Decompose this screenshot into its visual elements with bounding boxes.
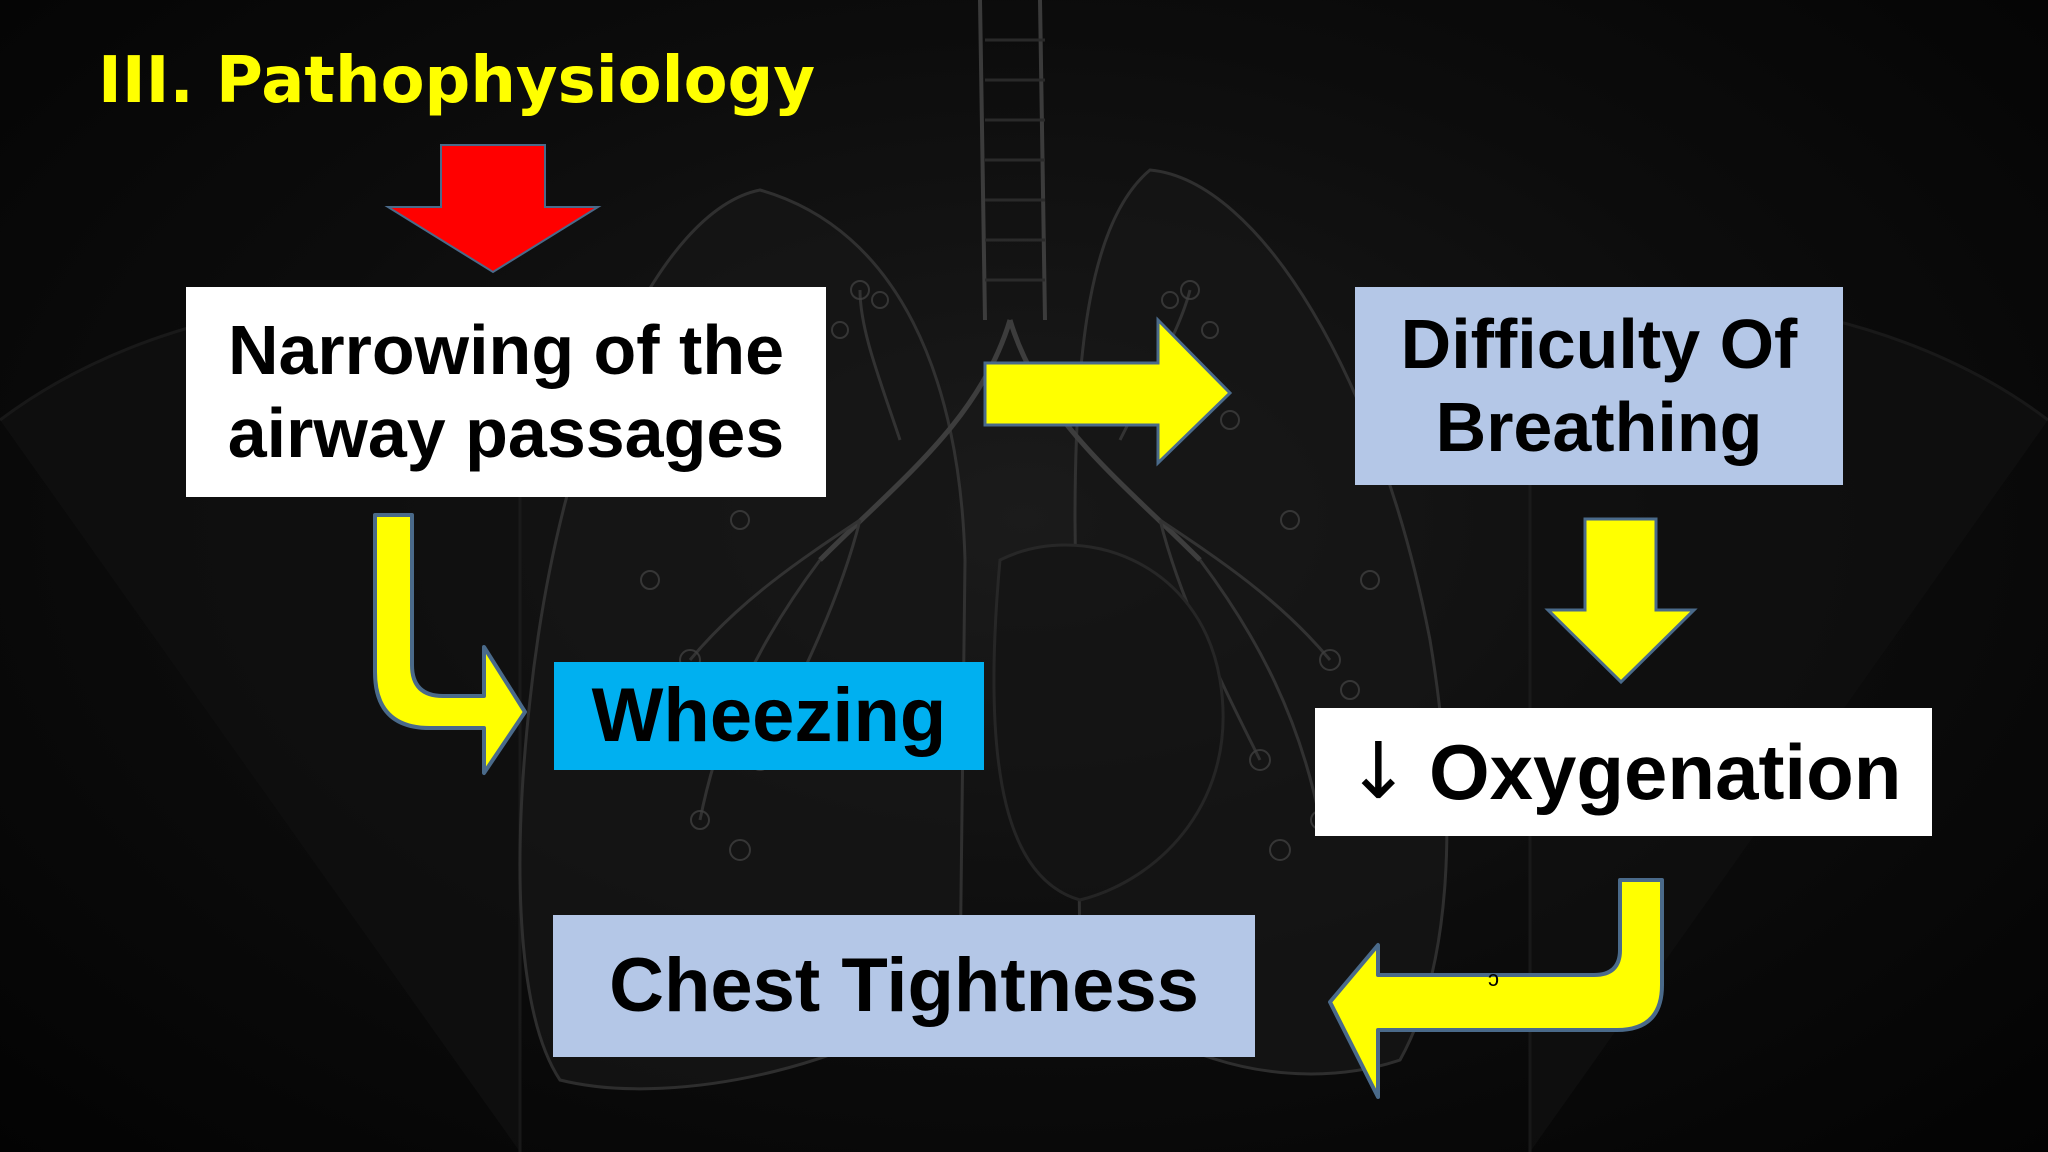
node-difficulty-breathing: Difficulty Of Breathing [1355,287,1843,485]
node-oxygenation: ↓ Oxygenation [1315,708,1932,836]
stray-mark: ɔ [1488,966,1499,991]
node-wheezing-label: Wheezing [591,673,947,759]
node-oxygenation-label: Oxygenation [1428,727,1902,816]
node-difficulty-line2: Breathing [1435,388,1763,466]
yellow-right-arrow [983,316,1233,467]
node-wheezing: Wheezing [554,662,984,770]
node-chest-label: Chest Tightness [609,943,1199,1029]
node-narrowing-airway: Narrowing of the airway passages [186,287,826,497]
yellow-down-arrow [1544,517,1698,685]
node-difficulty-line1: Difficulty Of [1400,305,1798,384]
node-narrowing-line2: airway passages [227,394,785,472]
yellow-bent-arrow-to-wheezing [373,513,527,775]
page-title: III. Pathophysiology [98,44,816,118]
red-down-arrow [384,144,602,274]
decrease-arrow-icon: ↓ [1345,726,1411,817]
node-narrowing-line1: Narrowing of the [227,311,785,390]
node-chest-tightness: Chest Tightness [553,915,1255,1057]
yellow-bent-arrow-to-chest [1328,878,1664,1099]
